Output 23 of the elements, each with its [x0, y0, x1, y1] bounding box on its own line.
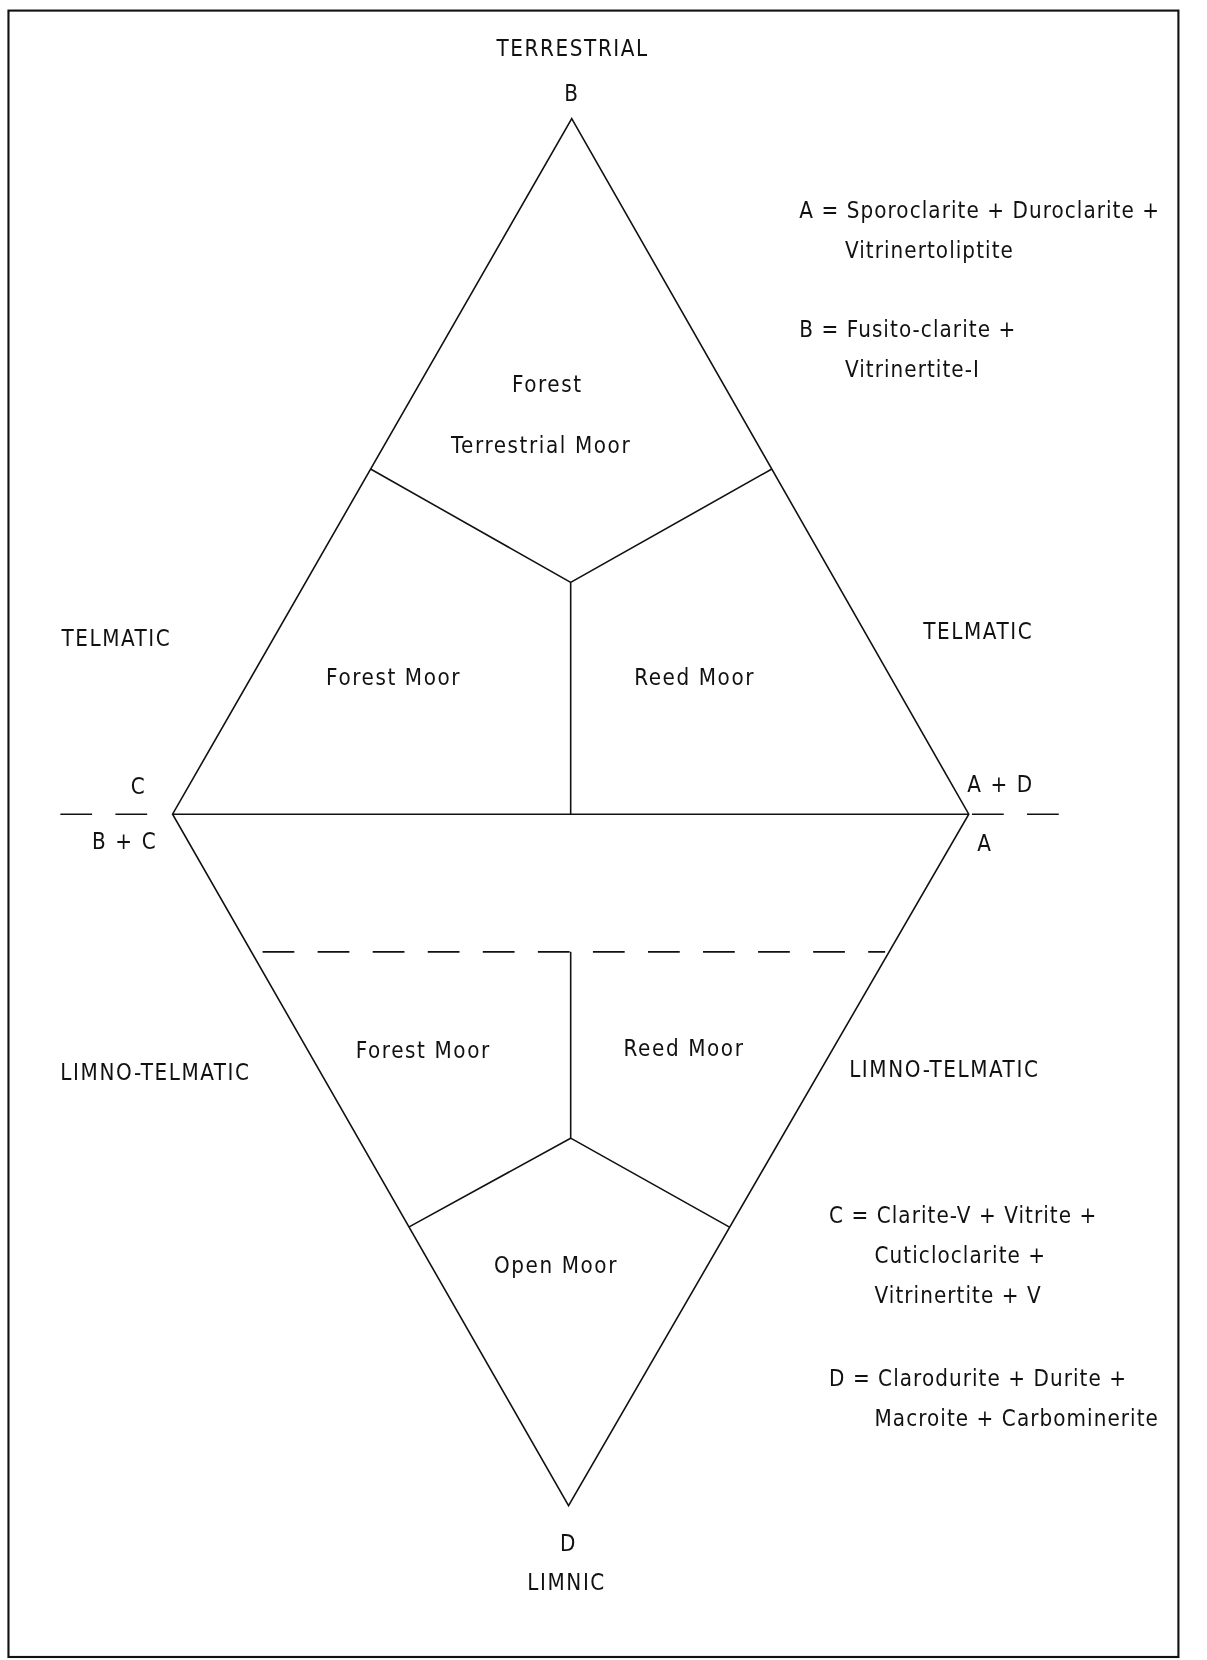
legend-note: A = Sporoclarite + Duroclarite + Vitrinertoliptite: [799, 197, 1162, 266]
region-label: Open Moor: [493, 1252, 618, 1278]
corner-letter: A + D: [967, 771, 1034, 798]
facies-label: LIMNO-TELMATIC: [60, 1059, 251, 1086]
region-label: Forest: [511, 371, 583, 398]
corner-letter: B: [564, 80, 580, 106]
region-label: Forest Moor: [355, 1037, 491, 1063]
corner-letter: D: [560, 1531, 578, 1557]
facies-label: TELMATIC: [61, 625, 172, 652]
facies-label: LIMNO-TELMATIC: [849, 1056, 1040, 1083]
legend-note: D = Clarodurite + Durite + Macroite + Carbominerite: [829, 1364, 1160, 1434]
region-label: Terrestrial Moor: [451, 433, 632, 459]
apex-label: LIMNIC: [527, 1570, 606, 1596]
apex-label: TERRESTRIAL: [496, 36, 649, 62]
region-label: Reed Moor: [634, 664, 756, 691]
corner-letter: A: [977, 831, 993, 857]
region-label: Forest Moor: [326, 664, 462, 691]
corner-letter: C: [130, 773, 147, 800]
region-label: Reed Moor: [623, 1035, 745, 1061]
legend-note: B = Fusito-clarite + Vitrinertite-I: [799, 315, 1018, 385]
facies-label: TELMATIC: [923, 619, 1034, 645]
legend-note: C = Clarite-V + Vitrite + Cuticloclarite + Vitrinertite + V: [829, 1201, 1099, 1311]
corner-letter: B + C: [92, 829, 158, 855]
